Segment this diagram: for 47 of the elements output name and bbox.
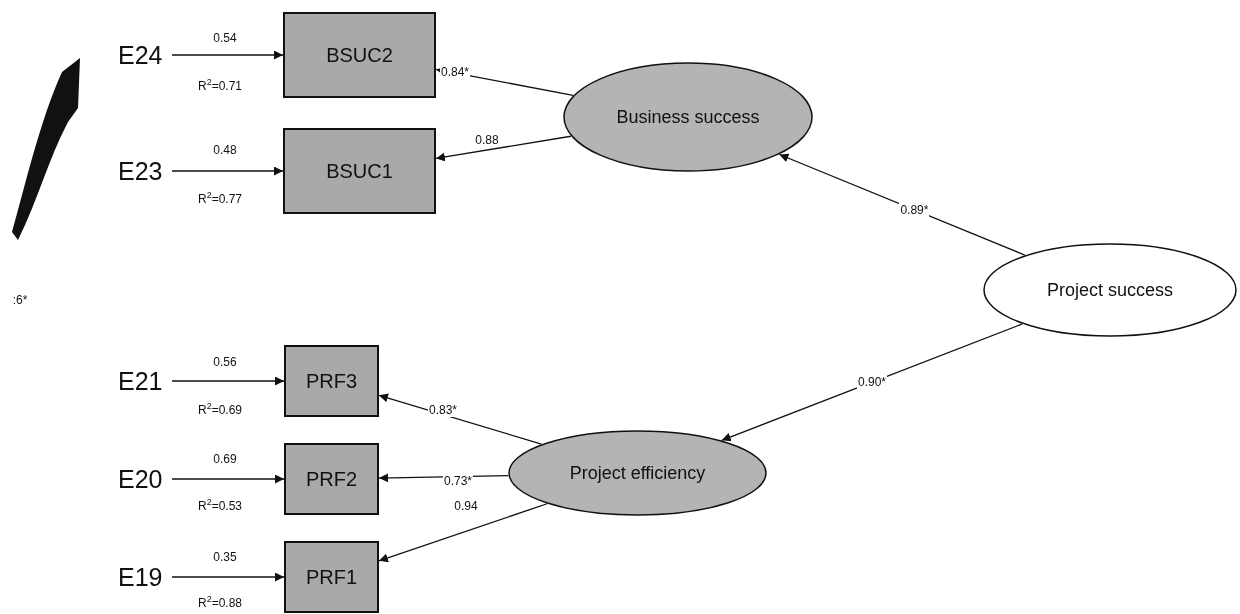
edge-label: 0.90* — [857, 375, 888, 390]
r-squared-value: R$^{2}$=0.88 — [196, 596, 244, 610]
arrow — [171, 474, 285, 484]
edge-label: 0.69 — [212, 452, 238, 466]
latent-variable-ellipse — [508, 430, 767, 516]
edge-label: 0.35 — [212, 550, 238, 564]
edge-label: 0.56 — [212, 355, 238, 369]
indicator-box — [284, 443, 379, 515]
indicator-box — [283, 128, 436, 214]
node-label: E24 — [118, 40, 163, 70]
arrow — [171, 50, 284, 60]
r-squared-value: R$^{2}$=0.53 — [196, 499, 244, 513]
node-label: Business success — [616, 106, 760, 128]
arrow — [171, 572, 285, 582]
edge-label: 0.48 — [212, 143, 238, 157]
indicator-box — [284, 345, 379, 417]
node-label: PRF1 — [305, 565, 358, 589]
edge-label: 0.54 — [212, 31, 238, 45]
edge-label: 0.83* — [428, 403, 458, 417]
r-squared-value: R$^{2}$=0.71 — [196, 79, 244, 93]
r-squared-value: R$^{2}$=0.69 — [196, 403, 244, 417]
node-label: PRF2 — [305, 467, 358, 491]
latent-variable-ellipse — [563, 62, 813, 172]
node-label: BSUC1 — [326, 159, 393, 183]
edge-label: 0.73* — [443, 474, 473, 488]
arrow — [171, 166, 284, 176]
indicator-box — [284, 541, 379, 613]
node-label: E19 — [118, 562, 163, 592]
node-label: PRF3 — [305, 369, 358, 393]
indicator-box — [283, 12, 436, 98]
arrow — [171, 376, 285, 386]
node-label: BSUC2 — [326, 43, 393, 67]
edge-label: 0.88 — [474, 133, 500, 147]
node-label: E20 — [118, 464, 163, 494]
edge-label: 0.84* — [440, 65, 470, 79]
latent-variable-ellipse — [983, 243, 1237, 337]
coefficient-label: :6* — [11, 293, 29, 307]
node-label: E23 — [118, 156, 163, 186]
edge-label: 0.89* — [899, 202, 930, 217]
arrow — [435, 135, 572, 162]
edge-label: 0.94 — [453, 499, 479, 513]
r-squared-value: R$^{2}$=0.77 — [196, 192, 244, 206]
node-label: E21 — [118, 366, 163, 396]
node-label: Project success — [1046, 279, 1173, 301]
arrow — [378, 503, 548, 563]
arrow — [721, 323, 1023, 442]
node-label: Project efficiency — [569, 462, 706, 484]
